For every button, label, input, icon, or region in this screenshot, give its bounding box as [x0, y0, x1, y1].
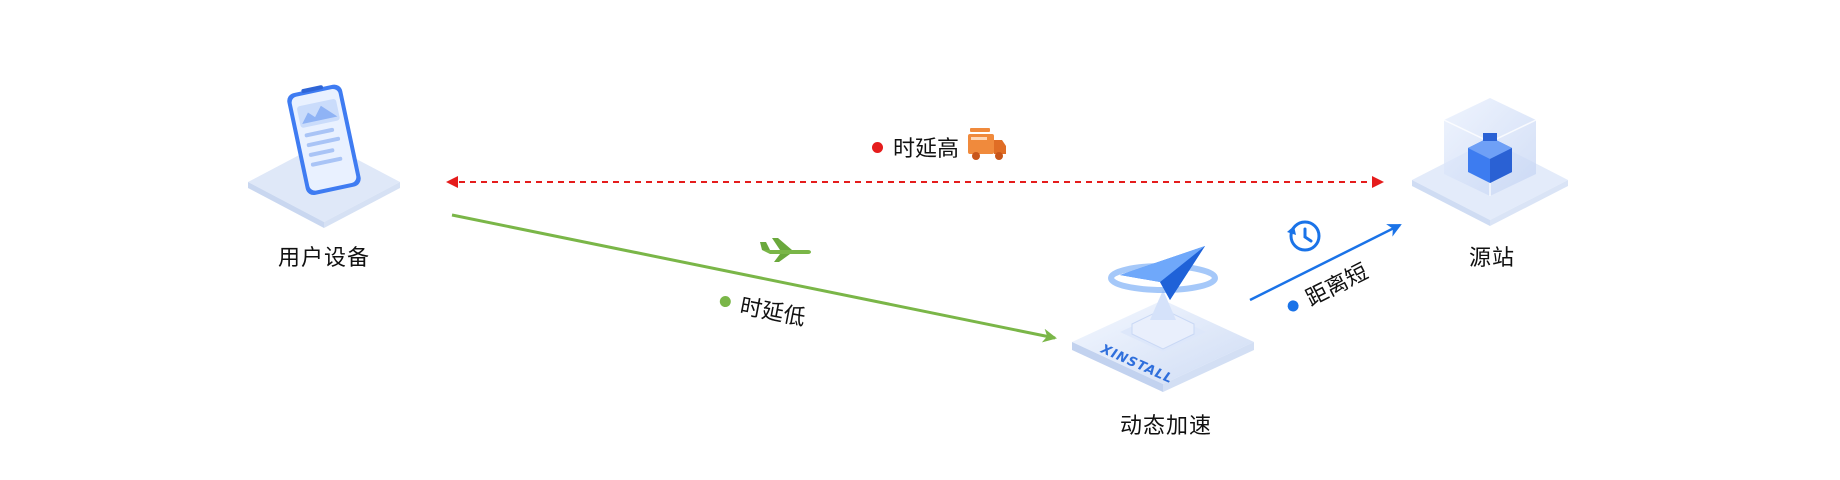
clock-icon — [1287, 220, 1321, 252]
truck-icon — [968, 128, 1006, 160]
user-device-label: 用户设备 — [277, 246, 371, 271]
accelerator-label: 动态加速 — [1119, 414, 1213, 439]
origin-server-icon — [1412, 98, 1568, 226]
low-latency-arrow — [451, 213, 1057, 343]
origin-label: 源站 — [1468, 246, 1516, 271]
short-distance-arrow — [1249, 223, 1402, 302]
plane-icon — [760, 238, 811, 262]
low-latency-dot — [718, 294, 732, 308]
accelerator-platform-icon: XINSTALL — [1072, 246, 1254, 392]
high-latency-dot — [872, 141, 883, 153]
high-latency-badge: 时延高 — [872, 131, 959, 163]
high-latency-label: 时延高 — [893, 137, 960, 162]
phone-device-icon — [248, 84, 400, 228]
